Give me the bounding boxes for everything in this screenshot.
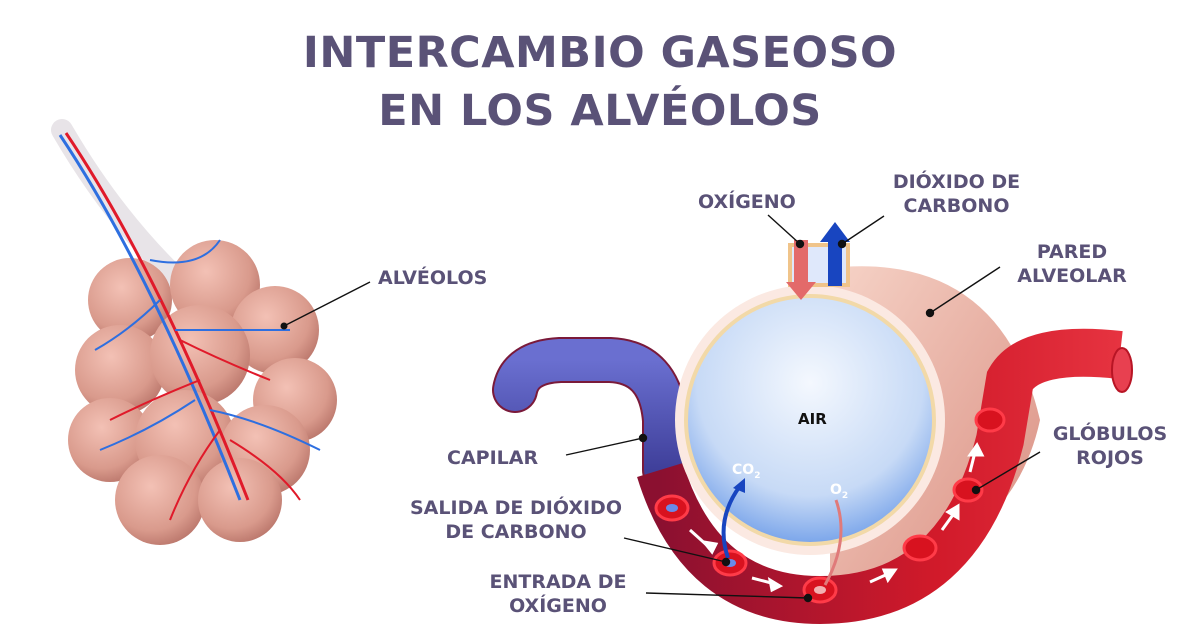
salida-dioxido-label: SALIDA DE DIÓXIDO DE CARBONO [410,497,622,543]
o2-label: O2 [830,482,849,501]
globulos-rojos-label: GLÓBULOS ROJOS [1052,423,1168,469]
alveolus-cross-section-illustration [492,214,1133,625]
pared-alveolar-label: PARED ALVEOLAR [1017,241,1127,287]
alveolos-label: ALVÉOLOS [378,267,488,289]
capilar-label: CAPILAR [447,447,539,469]
co2-label: CO2 [732,462,761,481]
title-line-1: INTERCAMBIO GASEOSO [302,28,898,78]
title-line-2: EN LOS ALVÉOLOS [378,86,822,136]
entrada-oxigeno-label: ENTRADA DE OXÍGENO [489,571,627,617]
alveoli-cluster-illustration [51,119,371,545]
air-label: AIR [798,410,827,428]
dioxido-de-carbono-label: DIÓXIDO DE CARBONO [892,171,1021,217]
oxigeno-label: OXÍGENO [698,191,796,213]
